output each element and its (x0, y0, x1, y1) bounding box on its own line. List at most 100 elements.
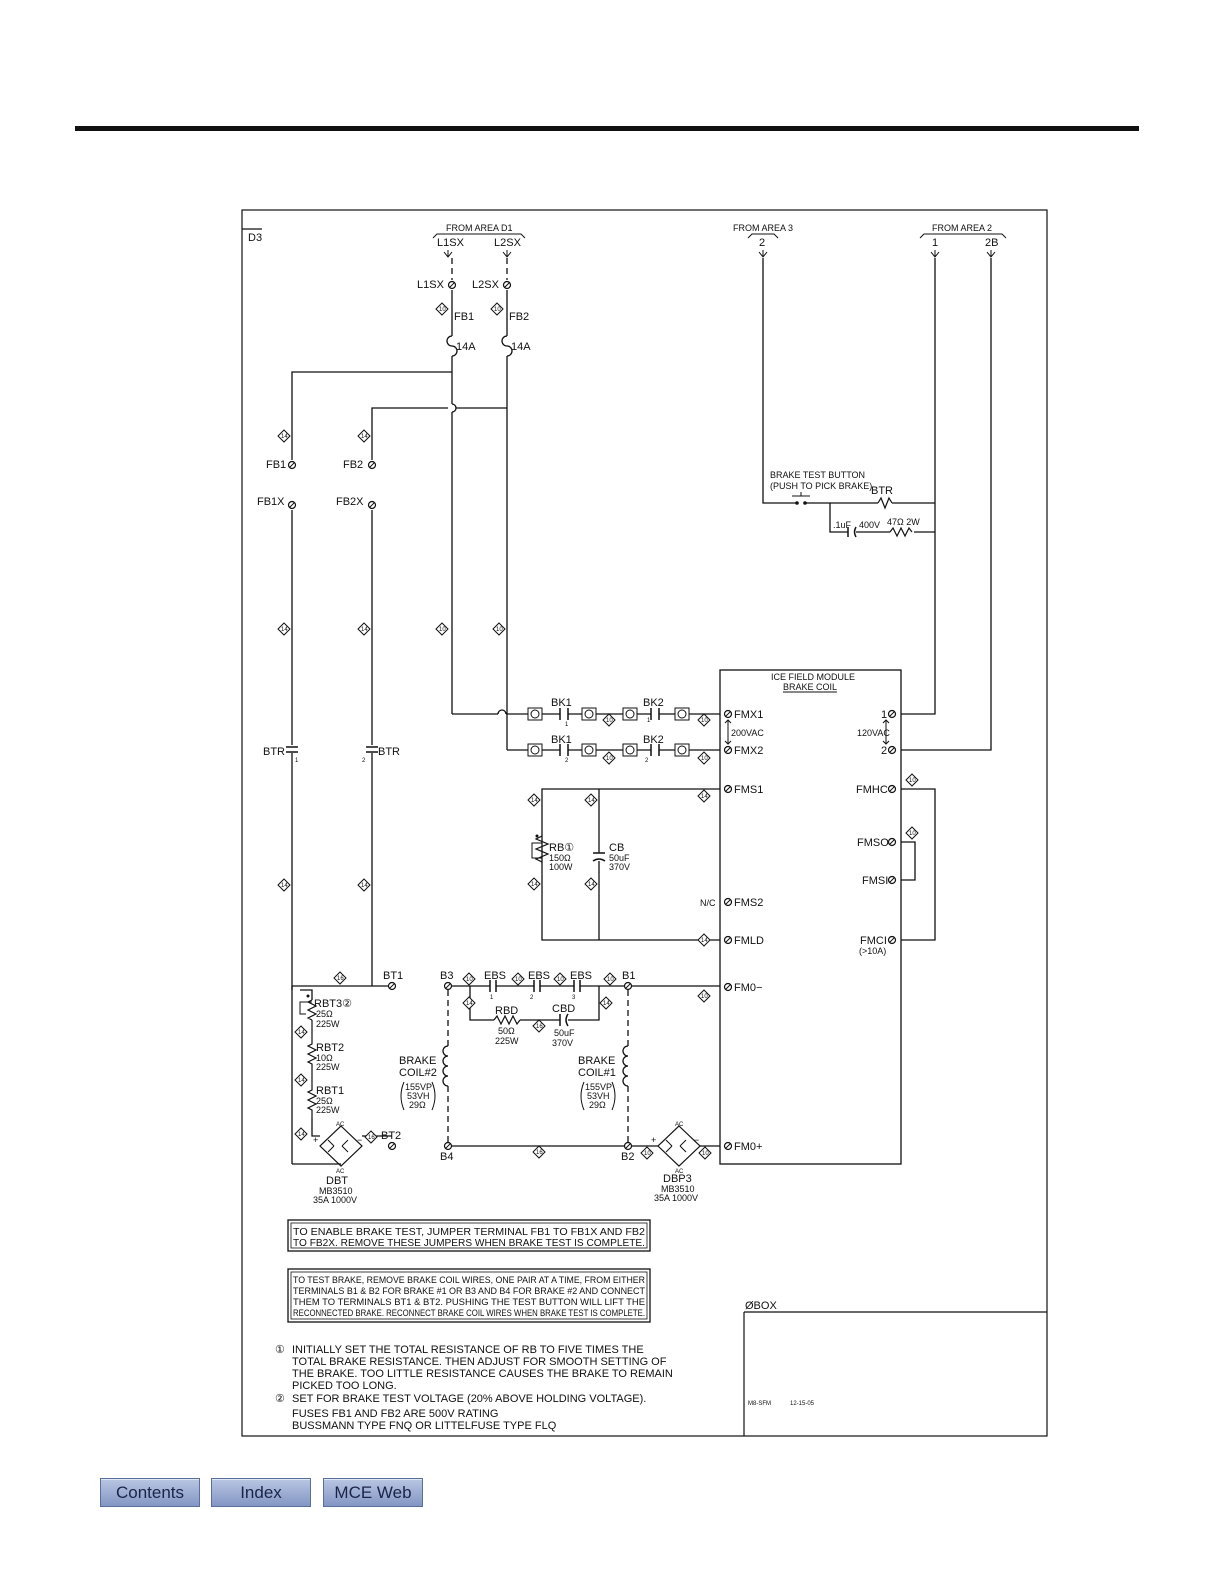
svg-text:B1: B1 (622, 970, 635, 982)
terminal-fb2x: FB2X (336, 496, 377, 510)
svg-text:10: 10 (496, 627, 503, 633)
svg-text:CBD: CBD (552, 1003, 575, 1015)
terminal-bt2: BT2 (381, 1130, 401, 1151)
svg-text:50uF: 50uF (609, 853, 630, 863)
capacitor-cb: 14 14 CB 50uF 370V 14 14 (584, 789, 711, 947)
svg-text:BTR: BTR (378, 746, 400, 758)
header-rule (75, 126, 1139, 131)
svg-text:10: 10 (701, 994, 708, 1000)
svg-text:14: 14 (298, 1078, 305, 1084)
svg-text:14: 14 (701, 794, 708, 800)
contents-button[interactable]: Contents (100, 1478, 200, 1507)
svg-text:155VP: 155VP (585, 1082, 612, 1092)
svg-text:RB①: RB① (549, 842, 574, 854)
svg-text:BK1: BK1 (551, 734, 572, 746)
svg-text:.1uF: .1uF (833, 520, 852, 530)
index-button[interactable]: Index (211, 1478, 311, 1507)
term-l1sx-label: L1SX (417, 279, 445, 291)
svg-text:N/C: N/C (700, 898, 716, 908)
svg-text:FMLD: FMLD (734, 935, 764, 947)
svg-text:FMCI: FMCI (860, 935, 887, 947)
svg-text:370V: 370V (609, 862, 630, 872)
brake-coil-2: BRAKE COIL#2 155VP 53VH 29Ω (399, 1045, 449, 1111)
source-area-d1: FROM AREA D1 L1SX L2SX (432, 223, 526, 258)
svg-text:225W: 225W (316, 1105, 340, 1115)
mce-web-button[interactable]: MCE Web (323, 1478, 423, 1507)
btr-contact-2: BTR 2 (362, 745, 400, 764)
svg-text:14: 14 (361, 883, 368, 889)
brake-test-button: BRAKE TEST BUTTON (PUSH TO PICK BRAKE) (770, 470, 872, 505)
svg-text:BUSSMANN TYPE FNQ OR LITTELFUS: BUSSMANN TYPE FNQ OR LITTELFUSE TYPE FLQ (292, 1420, 557, 1432)
svg-text:L2SX: L2SX (494, 237, 522, 249)
svg-text:1: 1 (565, 722, 569, 728)
svg-text:L1SX: L1SX (437, 237, 465, 249)
svg-text:1: 1 (647, 718, 651, 724)
svg-text:150Ω: 150Ω (549, 853, 571, 863)
svg-text:400V: 400V (859, 520, 880, 530)
svg-text:14: 14 (531, 882, 538, 888)
svg-text:53VH: 53VH (407, 1091, 430, 1101)
svg-text:THE BRAKE. TOO LITTLE RESISTA: THE BRAKE. TOO LITTLE RESISTANCE CAUSES … (292, 1368, 673, 1380)
resistor-rbt1: RBT1 25Ω 225W 14 (294, 1078, 344, 1141)
svg-text:BT2: BT2 (381, 1130, 401, 1142)
sheet-ref: D3 (248, 232, 262, 244)
ebs-contacts: EBS EBS EBS 1 2 3 10 10 10 10 14 14 10 (462, 970, 711, 1010)
svg-text:ØBOX: ØBOX (745, 1300, 777, 1312)
svg-text:MB3510: MB3510 (661, 1184, 695, 1194)
svg-text:TO FB2X. REMOVE THESE JUMPERS: TO FB2X. REMOVE THESE JUMPERS WHEN BRAKE… (293, 1238, 645, 1249)
svg-text:AC: AC (336, 1169, 345, 1175)
svg-text:COIL#2: COIL#2 (399, 1067, 437, 1079)
resistor-rb: 14 14 RB① 150Ω 100W (527, 793, 574, 891)
svg-text:PICKED TOO LONG.: PICKED TOO LONG. (292, 1380, 397, 1392)
svg-text:BRAKE COIL: BRAKE COIL (783, 682, 837, 692)
svg-text:+: + (313, 1135, 318, 1145)
svg-text:FMSO: FMSO (857, 837, 889, 849)
svg-text:BTR: BTR (871, 485, 893, 497)
svg-text:16: 16 (536, 1150, 543, 1156)
svg-text:29Ω: 29Ω (409, 1100, 426, 1110)
svg-text:①: ① (275, 1344, 285, 1356)
svg-text:12-15-05: 12-15-05 (790, 1401, 815, 1407)
svg-text:14: 14 (361, 627, 368, 633)
svg-text:14: 14 (588, 882, 595, 888)
svg-text:ICE FIELD MODULE: ICE FIELD MODULE (771, 672, 855, 682)
svg-text:BK1: BK1 (551, 697, 572, 709)
svg-text:RBT3②: RBT3② (314, 998, 352, 1010)
svg-text:TO TEST BRAKE, REMOVE BRAKE CO: TO TEST BRAKE, REMOVE BRAKE COIL WIRES, … (293, 1275, 645, 1285)
terminal-fb2: FB2 (343, 459, 377, 471)
svg-text:14A: 14A (511, 341, 531, 353)
resistor-rbt3: RBT3② 25Ω 225W 14 (294, 994, 352, 1039)
resistor-rbt2: RBT2 10Ω 225W 14 (294, 1020, 344, 1087)
svg-text:14A: 14A (456, 341, 476, 353)
brake-circuit-schematic: D3 FROM AREA D1 L1SX L2SX FROM AREA 3 2 … (241, 209, 1048, 1437)
svg-text:10: 10 (702, 1151, 709, 1157)
svg-text:35A 1000V: 35A 1000V (313, 1195, 357, 1205)
svg-text:155VP: 155VP (405, 1082, 432, 1092)
svg-text:EBS: EBS (484, 970, 506, 982)
btr-coil: BTR (871, 485, 893, 510)
fb1-label: FB1 (454, 311, 474, 323)
svg-text:CB: CB (609, 842, 624, 854)
svg-text:FB1: FB1 (266, 459, 286, 471)
svg-text:BRAKE: BRAKE (578, 1055, 615, 1067)
svg-text:1: 1 (295, 758, 299, 764)
svg-text:FUSES FB1 AND FB2 ARE 500V RAT: FUSES FB1 AND FB2 ARE 500V RATING (292, 1408, 498, 1420)
svg-text:16: 16 (536, 1024, 543, 1030)
svg-text:14: 14 (361, 434, 368, 440)
svg-text:FMS1: FMS1 (734, 784, 763, 796)
svg-text:FB1X: FB1X (257, 496, 285, 508)
svg-text:10: 10 (606, 756, 613, 762)
svg-text:10: 10 (701, 718, 708, 724)
svg-text:35A 1000V: 35A 1000V (654, 1193, 698, 1203)
svg-text:FB2: FB2 (509, 311, 529, 323)
svg-text:10: 10 (494, 307, 501, 313)
svg-text:MB3510: MB3510 (319, 1186, 353, 1196)
svg-text:1: 1 (932, 237, 938, 249)
svg-text:FROM AREA 3: FROM AREA 3 (733, 223, 793, 233)
svg-text:14: 14 (281, 627, 288, 633)
svg-text:TERMINALS B1 & B2 FOR BRAKE #1: TERMINALS B1 & B2 FOR BRAKE #1 OR B3 AND… (293, 1286, 645, 1296)
svg-text:2: 2 (565, 758, 569, 764)
svg-text:10: 10 (606, 718, 613, 724)
brake-coil-1: BRAKE COIL#1 155VP 53VH 29Ω (578, 1045, 629, 1111)
svg-text:BK2: BK2 (643, 697, 664, 709)
